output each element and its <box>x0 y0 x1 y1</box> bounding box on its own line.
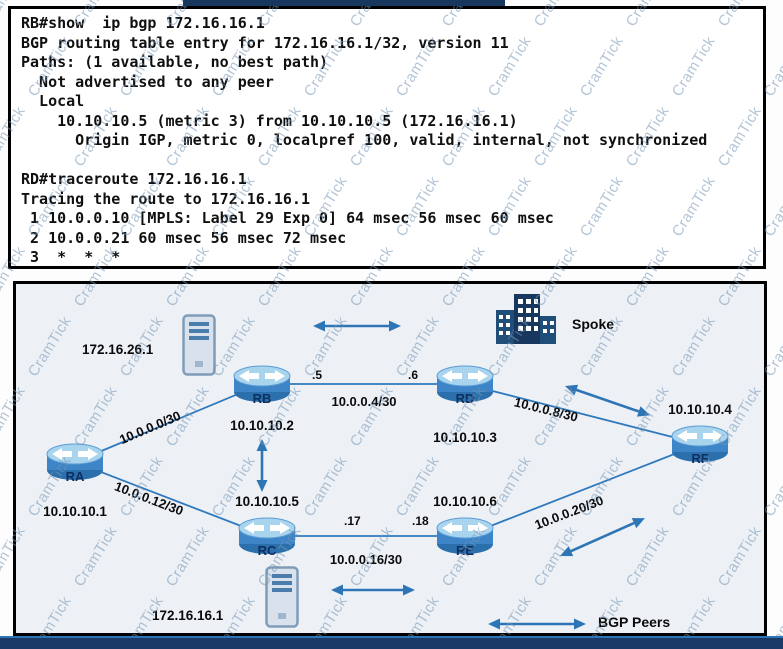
router-name: RC <box>257 543 277 558</box>
legend-label: BGP Peers <box>598 614 671 630</box>
console-line <box>21 151 753 171</box>
bottom-navy-bar <box>0 636 783 649</box>
bgp-peer-arrow-rb-rd <box>313 320 401 332</box>
router-ip-label-rb: 10.10.10.2 <box>230 418 294 433</box>
console-line: BGP routing table entry for 172.16.16.1/… <box>21 33 509 52</box>
bgp-peer-arrow-rc-re <box>331 584 415 596</box>
server-icon-172-16-26-1 <box>182 314 216 376</box>
router-ip-label-rc: 10.10.10.5 <box>235 494 299 509</box>
console-output-box: RB#show ip bgp 172.16.16.1 BGP routing t… <box>8 6 766 269</box>
console-line: RD#traceroute 172.16.16.1 <box>21 170 247 188</box>
router-ip-label-ra: 10.10.10.1 <box>43 504 107 519</box>
console-line: RB#show ip bgp 172.16.16.1 <box>21 14 265 32</box>
console-line: Not advertised to any peer <box>21 72 274 91</box>
link-subnet-label-rb-rd: 10.0.0.4/30 <box>331 394 397 409</box>
link-subnet-label-rc-re: 10.0.0.16/30 <box>329 552 403 567</box>
router-name: RB <box>252 391 272 406</box>
bgp-peer-arrow-rd-rf <box>565 384 651 417</box>
bgp-peer-arrow-re-rf <box>560 518 645 557</box>
router-name: RE <box>455 543 475 558</box>
console-line: Origin IGP, metric 0, localpref 100, val… <box>21 131 708 149</box>
topology-svg <box>74 320 701 630</box>
top-navy-strip <box>183 0 505 6</box>
router-ip-label-rf: 10.10.10.4 <box>668 402 732 417</box>
router-re: RE <box>436 516 494 558</box>
legend-arrow <box>488 618 586 630</box>
console-line: Tracing the route to 172.16.16.1 <box>21 189 310 208</box>
link-endpoint-label-6: .6 <box>408 368 419 382</box>
link-line-rd-rf <box>464 383 701 445</box>
link-endpoint-label-5: .5 <box>312 368 323 382</box>
console-line: Local <box>21 92 85 110</box>
console-line: 10.10.10.5 (metric 3) from 10.10.10.5 (1… <box>21 111 518 130</box>
network-diagram-box: RA RB RC <box>13 281 767 636</box>
link-endpoint-label-17: .17 <box>344 514 361 528</box>
router-rc: RC <box>238 516 296 558</box>
console-line: 2 10.0.0.21 60 msec 56 msec 72 msec <box>21 228 347 247</box>
server2-ip-label: 172.16.16.1 <box>152 608 224 623</box>
bgp-peer-arrows <box>256 320 651 630</box>
console-line: Paths: (1 available, no best path) <box>21 53 329 71</box>
link-line-ra-rc <box>74 461 268 537</box>
console-line: 3 * * * <box>21 248 121 266</box>
router-rf: RF <box>671 424 729 466</box>
console-line: 1 10.0.0.10 [MPLS: Label 29 Exp 0] 64 ms… <box>21 209 554 227</box>
router-ra: RA <box>46 442 104 484</box>
link-line-ra-rb <box>74 383 263 463</box>
server-icon-172-16-16-1 <box>265 566 299 628</box>
router-ip-label-re: 10.10.10.6 <box>433 494 497 509</box>
spoke-label: Spoke <box>572 316 615 332</box>
router-icon <box>436 517 494 554</box>
router-ip-label-rd: 10.10.10.3 <box>433 430 497 445</box>
router-icon <box>238 517 296 554</box>
router-icon <box>233 365 291 402</box>
server1-ip-label: 172.16.26.1 <box>82 342 154 357</box>
router-rd: RD <box>436 364 494 406</box>
link-endpoint-label-18: .18 <box>412 514 429 528</box>
router-icon <box>436 365 494 402</box>
router-name: RA <box>65 469 85 484</box>
router-icon <box>46 443 104 480</box>
router-name: RF <box>691 451 709 466</box>
link-line-re-rf <box>464 443 701 537</box>
router-icon <box>671 425 729 462</box>
spoke-building-icon <box>496 294 556 344</box>
link-lines <box>74 383 701 537</box>
bgp-peer-arrow-rb-rc <box>256 439 268 492</box>
router-rb: RB <box>233 364 291 406</box>
router-name: RD <box>455 391 475 406</box>
